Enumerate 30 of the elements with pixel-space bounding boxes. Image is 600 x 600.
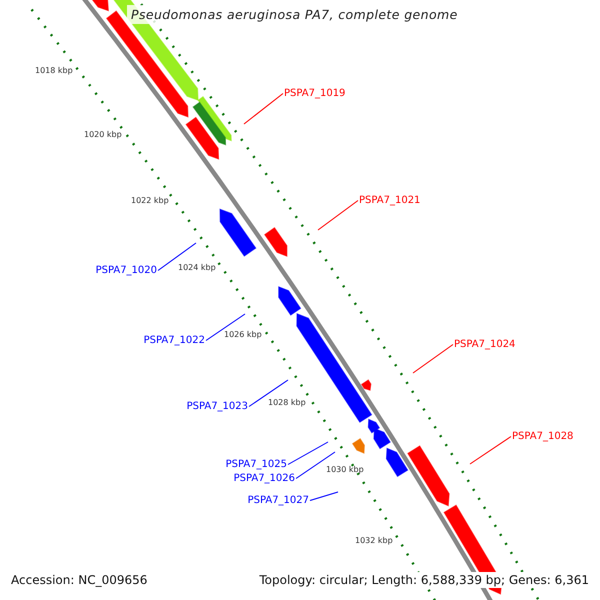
gene-label: PSPA7_1027	[248, 494, 309, 507]
footer-text: Accession: NC_009656	[9, 572, 150, 588]
tick-label: 1028 kbp	[268, 398, 306, 407]
tick-label: 1022 kbp	[131, 196, 169, 205]
gene-label: PSPA7_1021	[359, 194, 420, 207]
tick-label: 1024 kbp	[178, 263, 216, 272]
tick-label: 1020 kbp	[84, 130, 122, 139]
gene-label: PSPA7_1028	[512, 430, 574, 443]
tick-label: 1032 kbp	[355, 536, 393, 545]
tick-label: 1018 kbp	[35, 66, 73, 75]
gene-label: PSPA7_1025	[226, 458, 287, 471]
gene-label: PSPA7_1023	[186, 400, 248, 413]
leader-line	[244, 93, 284, 124]
leader-line	[158, 242, 196, 271]
gene-label: PSPA7_1022	[144, 334, 205, 347]
leader-line	[318, 200, 358, 230]
gene-label: PSPA7_1026	[234, 472, 295, 485]
leader-line	[248, 380, 288, 407]
leader-line	[296, 452, 336, 479]
leader-line	[206, 314, 246, 341]
leader-line	[288, 442, 328, 465]
gene-label: PSPA7_1024	[454, 338, 516, 351]
gene-label: PSPA7_1019	[284, 87, 346, 100]
leader-line	[412, 344, 454, 374]
leader-line	[310, 492, 338, 501]
tick-label: 1026 kbp	[224, 330, 262, 339]
footer-text: Topology: circular; Length: 6,588,339 bp; Genes: 6,361	[257, 572, 591, 588]
gene-label: PSPA7_1020	[96, 264, 157, 277]
tick-label: 1030 kbp	[326, 465, 364, 474]
leader-line	[470, 436, 512, 464]
